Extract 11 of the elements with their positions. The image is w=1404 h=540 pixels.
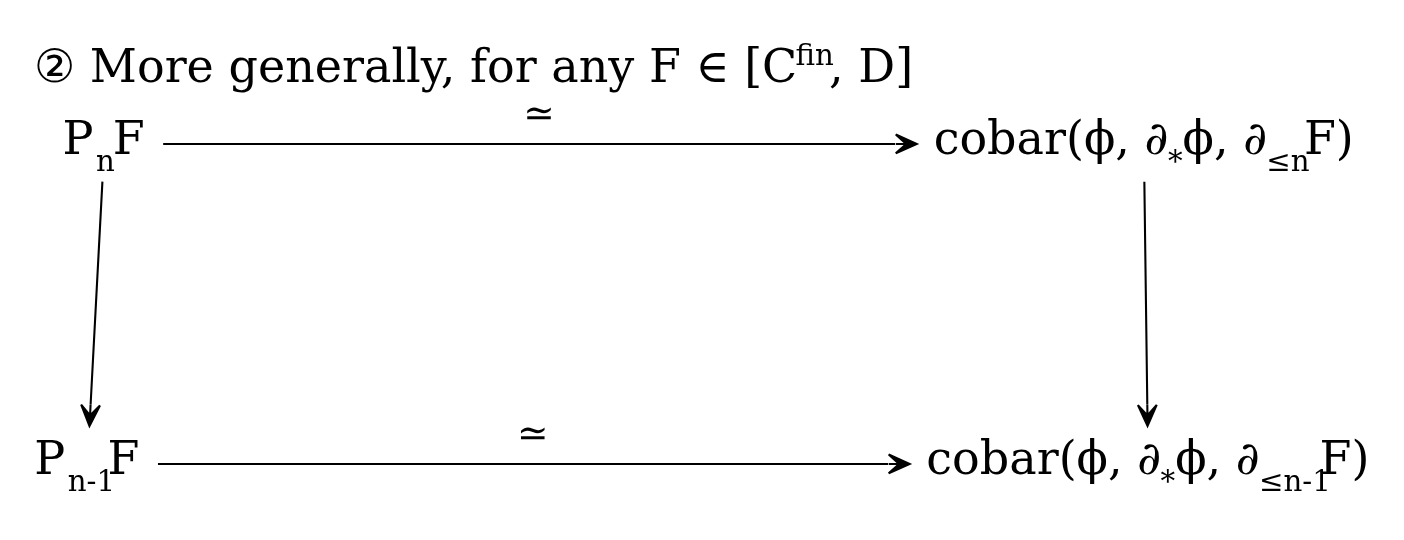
edge-label: ≃	[523, 90, 555, 135]
arrow	[157, 453, 911, 474]
node-text: P$_{n}$F	[62, 110, 145, 178]
arrow	[1136, 181, 1158, 427]
diagram-title: ② More generally, for any F ∈ [C$^{fin}$, D]	[34, 37, 914, 93]
node-text: cobar(ϕ, ∂$_{*}$ϕ, ∂$_{≤n}$F)	[933, 110, 1354, 178]
arrow	[80, 181, 104, 427]
node-text: P$_{n-1}$F	[34, 430, 140, 498]
node-text: cobar(ϕ, ∂$_{*}$ϕ, ∂$_{≤n-1}$F)	[926, 430, 1370, 498]
edge-label: ≃	[516, 410, 549, 455]
arrow	[163, 133, 918, 154]
